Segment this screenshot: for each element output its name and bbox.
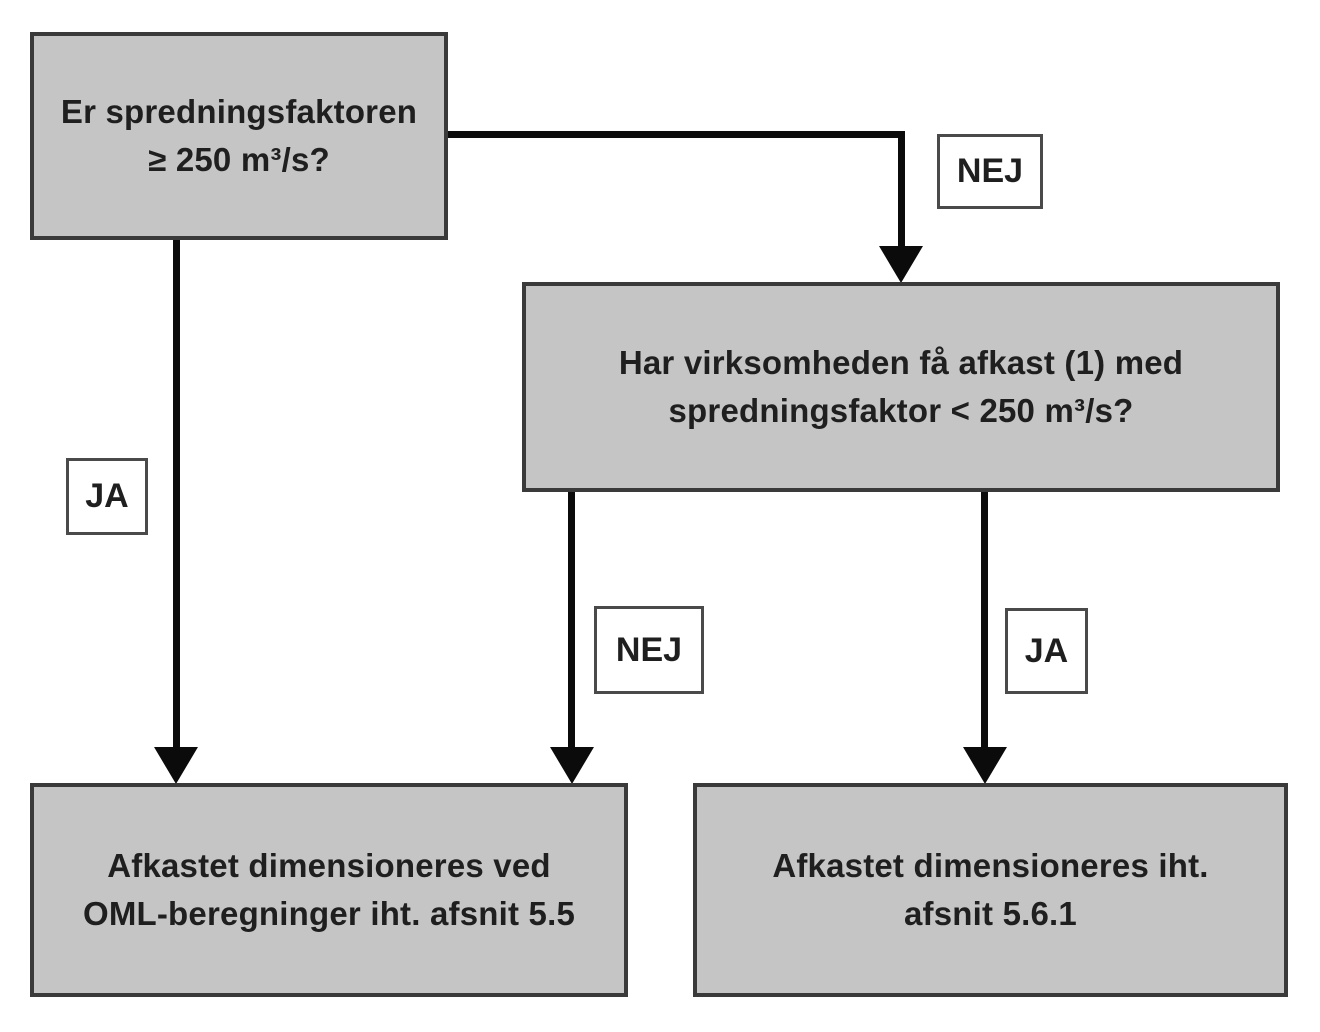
connector-q1-to-q2-horizontal [448, 131, 905, 138]
connector-q1-to-q2-vertical [898, 131, 905, 250]
arrowhead-into-result-oml-right [550, 747, 594, 784]
result-node-oml-calculation: Afkastet dimensioneres ved OML-beregning… [30, 783, 628, 997]
connector-q2-to-result-561 [981, 490, 988, 752]
edge-label-ja-left: JA [66, 458, 148, 535]
arrowhead-into-result-561 [963, 747, 1007, 784]
edge-label-nej-top: NEJ [937, 134, 1043, 209]
result-node-oml-calculation-text: Afkastet dimensioneres ved OML-beregning… [82, 847, 576, 932]
connector-q1-to-result-oml [173, 240, 180, 752]
decision-node-few-outlets: Har virksomheden få afkast (1) med spred… [522, 282, 1280, 492]
result-node-section-561-text: Afkastet dimensioneres iht. afsnit 5.6.1 [772, 847, 1209, 932]
connector-q2-to-result-oml [568, 490, 575, 752]
edge-label-nej-middle: NEJ [594, 606, 704, 694]
decision-node-few-outlets-text: Har virksomheden få afkast (1) med spred… [618, 344, 1184, 429]
decision-node-dispersion-factor-text: Er spredningsfaktoren ≥ 250 m³/s? [60, 93, 418, 178]
edge-label-ja-right: JA [1005, 608, 1088, 694]
arrowhead-into-result-oml-left [154, 747, 198, 784]
decision-node-dispersion-factor: Er spredningsfaktoren ≥ 250 m³/s? [30, 32, 448, 240]
arrowhead-into-q2 [879, 246, 923, 283]
result-node-section-561: Afkastet dimensioneres iht. afsnit 5.6.1 [693, 783, 1288, 997]
